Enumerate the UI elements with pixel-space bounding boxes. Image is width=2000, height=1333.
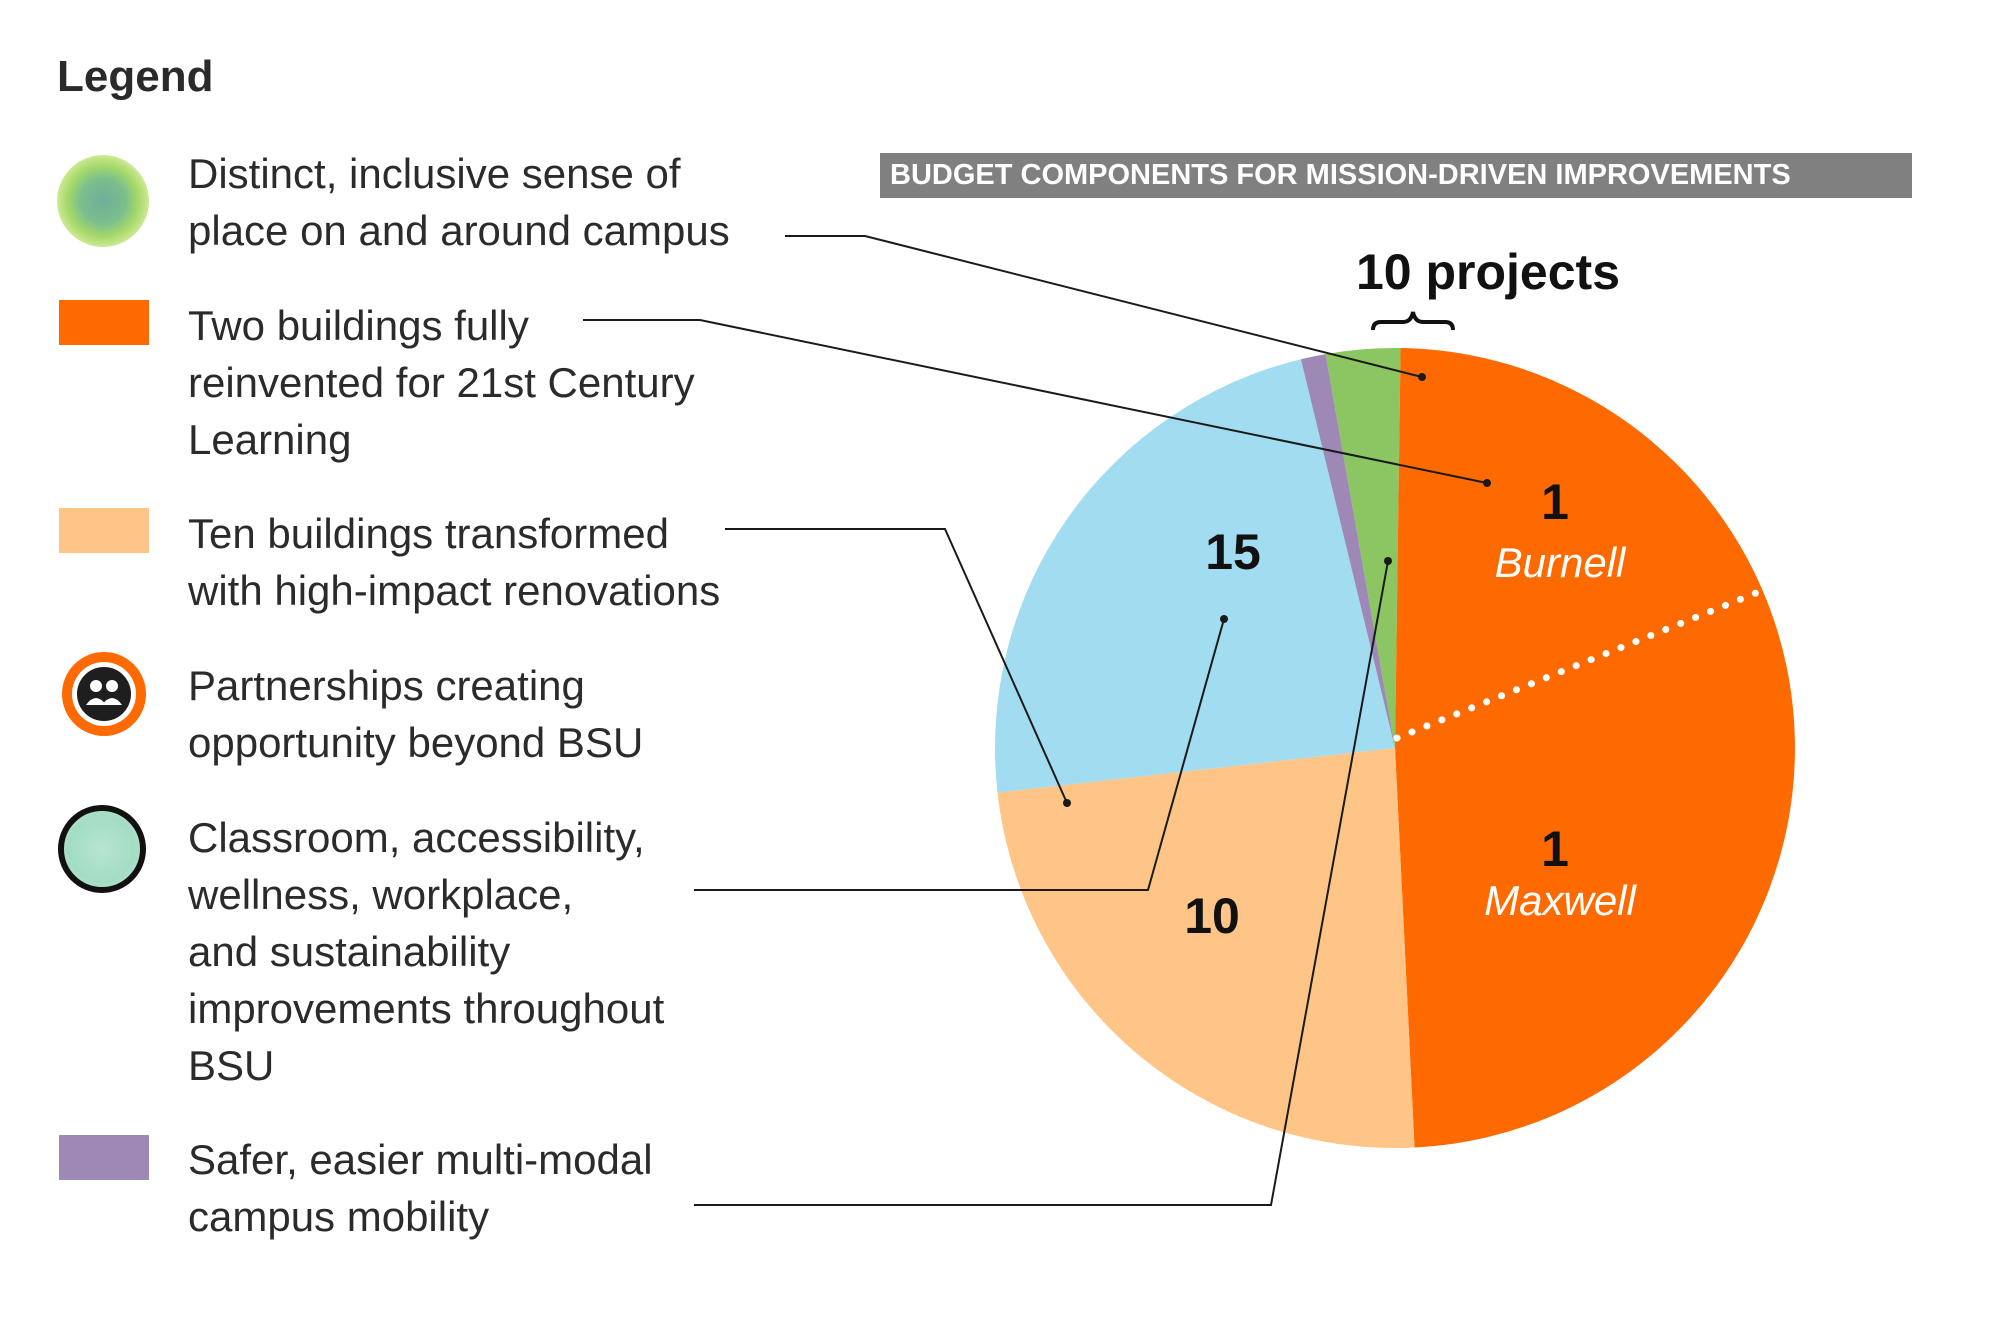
maxwell-name-label: Maxwell — [1484, 877, 1637, 924]
orange-square-swatch — [59, 300, 149, 345]
burnell-name-label: Burnell — [1495, 539, 1627, 586]
leader-line-sense-of-place — [785, 235, 1423, 378]
legend-label-partnerships: Partnerships creating opportunity beyond… — [188, 662, 644, 766]
legend-label-two-buildings: Two buildings fully reinvented for 21st … — [188, 302, 695, 463]
leader-line-ten-buildings — [725, 528, 1068, 804]
pie-slice-two-buildings — [1395, 348, 1795, 1148]
mint-circle-icon — [58, 805, 146, 893]
legend-label-classroom-improvements: Classroom, accessibility, wellness, work… — [188, 814, 665, 1089]
projects-bracket-label: 10 projects — [1356, 244, 1620, 300]
legend-label-sense-of-place: Distinct, inclusive sense of place on an… — [188, 150, 730, 254]
leader-dot-sense-of-place — [1418, 373, 1426, 381]
leader-dot-ten-buildings — [1063, 799, 1071, 807]
leader-dot-two-buildings — [1483, 479, 1491, 487]
legend-label-ten-buildings: Ten buildings transformed with high-impa… — [188, 510, 721, 614]
renovations-count-label: 10 — [1184, 888, 1240, 944]
projects-bracket — [1371, 311, 1455, 331]
pie-slice-ten-buildings — [997, 748, 1415, 1148]
purple-square-swatch — [59, 1135, 149, 1180]
leader-line-mobility — [694, 560, 1389, 1206]
green-glow-circle-icon — [57, 155, 149, 247]
people-group-icon — [62, 652, 146, 736]
burnell-maxwell-divider — [1393, 589, 1760, 742]
chart-title: BUDGET COMPONENTS FOR MISSION-DRIVEN IMP… — [880, 153, 1912, 198]
legend-title: Legend — [57, 52, 214, 101]
leader-dot-classroom — [1220, 615, 1228, 623]
peach-square-swatch — [59, 508, 149, 553]
legend-label-mobility: Safer, easier multi-modal campus mobilit… — [188, 1136, 653, 1240]
leader-line-classroom — [694, 618, 1225, 891]
burnell-count-label: 1 — [1541, 474, 1569, 530]
leader-dot-mobility — [1384, 557, 1392, 565]
pie-slice-sense-of-place — [1325, 348, 1401, 748]
pie-slice-classroom — [994, 359, 1395, 793]
leader-line-two-buildings — [583, 319, 1488, 484]
maxwell-count-label: 1 — [1541, 821, 1569, 877]
classroom-count-label: 15 — [1205, 524, 1261, 580]
